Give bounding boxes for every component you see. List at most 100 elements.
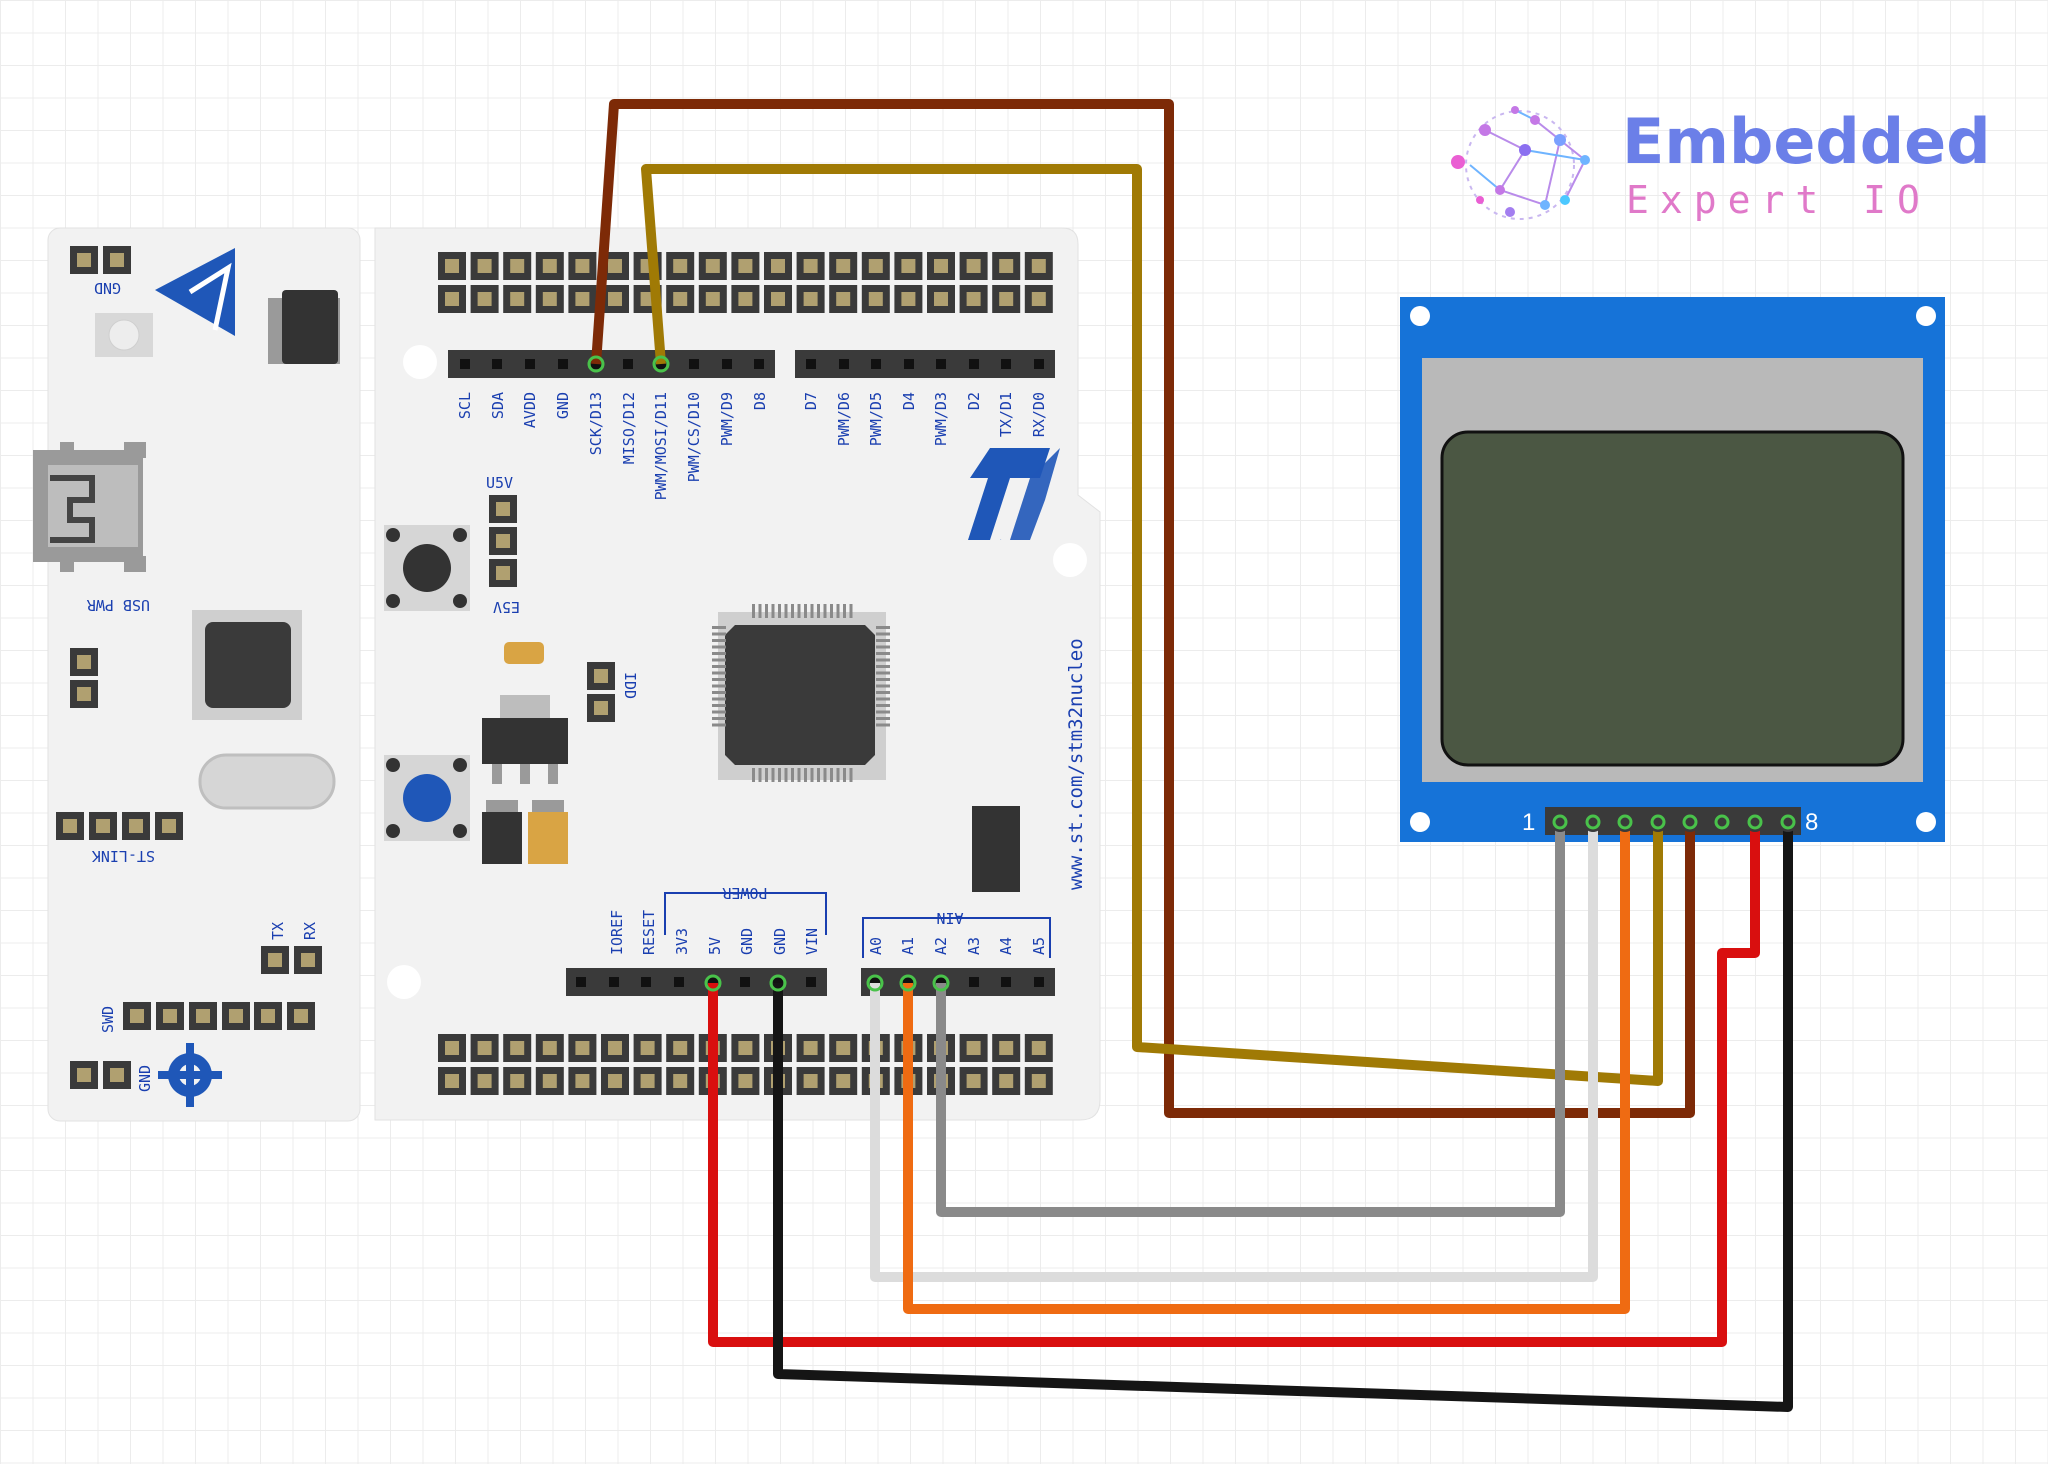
morpho-pin (535, 1034, 564, 1062)
morpho-pin (503, 1034, 532, 1062)
pin-hole (806, 977, 816, 987)
safety-logo-icon (158, 1043, 222, 1107)
wire-red-5v (708, 822, 1760, 1347)
pin-hole (969, 359, 979, 369)
morpho-pin (829, 1034, 858, 1062)
digital-pin-labels: SCL SDA AVDD GND SCK/D13 MISO/D12 PWM/MO… (456, 392, 1048, 500)
lcd-pin-label-last: 8 (1805, 809, 1818, 836)
morpho-pin (959, 285, 988, 313)
connected-pin-marker (866, 974, 884, 992)
pin-hole (870, 977, 880, 987)
gnd-pin (70, 1061, 98, 1089)
brand-line2: Expert IO (1626, 178, 1931, 222)
morpho-pin (601, 1067, 629, 1095)
morpho-pin (503, 285, 532, 313)
pin-label-d6: PWM/D6 (835, 392, 853, 446)
morpho-pin (731, 1034, 760, 1062)
pin-hole (936, 359, 946, 369)
morpho-pin (1024, 1034, 1053, 1062)
morpho-pin (666, 1034, 695, 1062)
morpho-pin (568, 1034, 597, 1062)
label-u5v: U5V (486, 474, 513, 492)
brain-network-icon (1451, 106, 1590, 220)
pin-label-a3: A3 (965, 937, 983, 955)
pin-label-d7: D7 (802, 392, 820, 410)
pin-hole (806, 359, 816, 369)
morpho-pin (894, 285, 923, 313)
morpho-header-bottom (438, 1034, 1053, 1095)
jumper-pin (70, 680, 98, 708)
pin-hole (641, 977, 651, 987)
morpho-pin (633, 1034, 662, 1062)
connected-pin-marker (652, 355, 670, 373)
morpho-pin (796, 252, 825, 280)
pin-label-vin: VIN (803, 928, 821, 955)
pin-hole (558, 359, 568, 369)
label-usb-pwr: USB PWR (86, 596, 150, 614)
crystal (198, 753, 336, 810)
morpho-pin (568, 1067, 597, 1095)
uart-pin (294, 946, 322, 974)
pin-label-gnd-2: GND (771, 928, 789, 955)
pin-label-reset: RESET (640, 910, 658, 955)
label-gnd-top: GND (94, 279, 121, 297)
morpho-pin (992, 285, 1021, 313)
morpho-pin (959, 1067, 988, 1095)
capacitor (504, 642, 544, 664)
morpho-pin (829, 285, 858, 313)
pin-label-d4: D4 (900, 392, 918, 410)
lcd-pin-7 (1745, 812, 1765, 832)
morpho-pin (861, 285, 890, 313)
morpho-pin (568, 285, 597, 313)
morpho-pin (927, 252, 955, 280)
morpho-pin (535, 285, 564, 313)
reset-button[interactable] (384, 525, 470, 611)
ain-group: AIN A0 A1 A2 A3 A4 A5 (862, 909, 1051, 958)
pin-hole (1001, 977, 1011, 987)
morpho-pin (959, 1034, 988, 1062)
pin-label-a0: A0 (867, 937, 885, 955)
morpho-pin (959, 252, 988, 280)
jumper-pin (587, 694, 615, 722)
morpho-pin (698, 285, 727, 313)
st-link-pin (56, 812, 84, 840)
morpho-pin (535, 1067, 564, 1095)
swd-pin (189, 1002, 217, 1030)
morpho-pin (731, 252, 760, 280)
user-button[interactable] (384, 755, 470, 841)
morpho-pin (1024, 285, 1053, 313)
lcd-pin-label-first: 1 (1522, 809, 1535, 836)
morpho-pin (894, 252, 923, 280)
lcd-mount-hole (1916, 306, 1936, 326)
morpho-pin (666, 285, 695, 313)
wire-white-a0 (870, 822, 1598, 1282)
label-tx: TX (269, 922, 287, 940)
jumper-pin (587, 662, 615, 690)
swd-pin (254, 1002, 282, 1030)
morpho-pin (861, 252, 890, 280)
wire-brown-sck (591, 99, 1695, 1118)
pin-label-a2: A2 (932, 937, 950, 955)
lcd-pin-5 (1680, 812, 1700, 832)
pin-label-d8: D8 (751, 392, 769, 410)
morpho-pin (731, 285, 760, 313)
pin-label-d0: RX/D0 (1030, 392, 1048, 437)
mcu-chip (712, 604, 890, 782)
morpho-pin (438, 252, 466, 280)
morpho-pin (438, 1067, 466, 1095)
mount-hole (387, 965, 421, 999)
morpho-pin (992, 252, 1021, 280)
pin-hole (492, 359, 502, 369)
jumper-pin (489, 559, 517, 587)
stlink-chip (192, 610, 302, 720)
power-header (566, 968, 827, 996)
pin-label-miso-d12: MISO/D12 (620, 392, 638, 464)
st-link-pin (122, 812, 150, 840)
pin-hole (689, 359, 699, 369)
ferrite-component (972, 806, 1020, 892)
board-url: www.st.com/stm32nucleo (1065, 638, 1087, 890)
pin-label-cs-d10: PWM/CS/D10 (685, 392, 703, 482)
usb-connector (33, 442, 146, 572)
swd-pin (222, 1002, 250, 1030)
